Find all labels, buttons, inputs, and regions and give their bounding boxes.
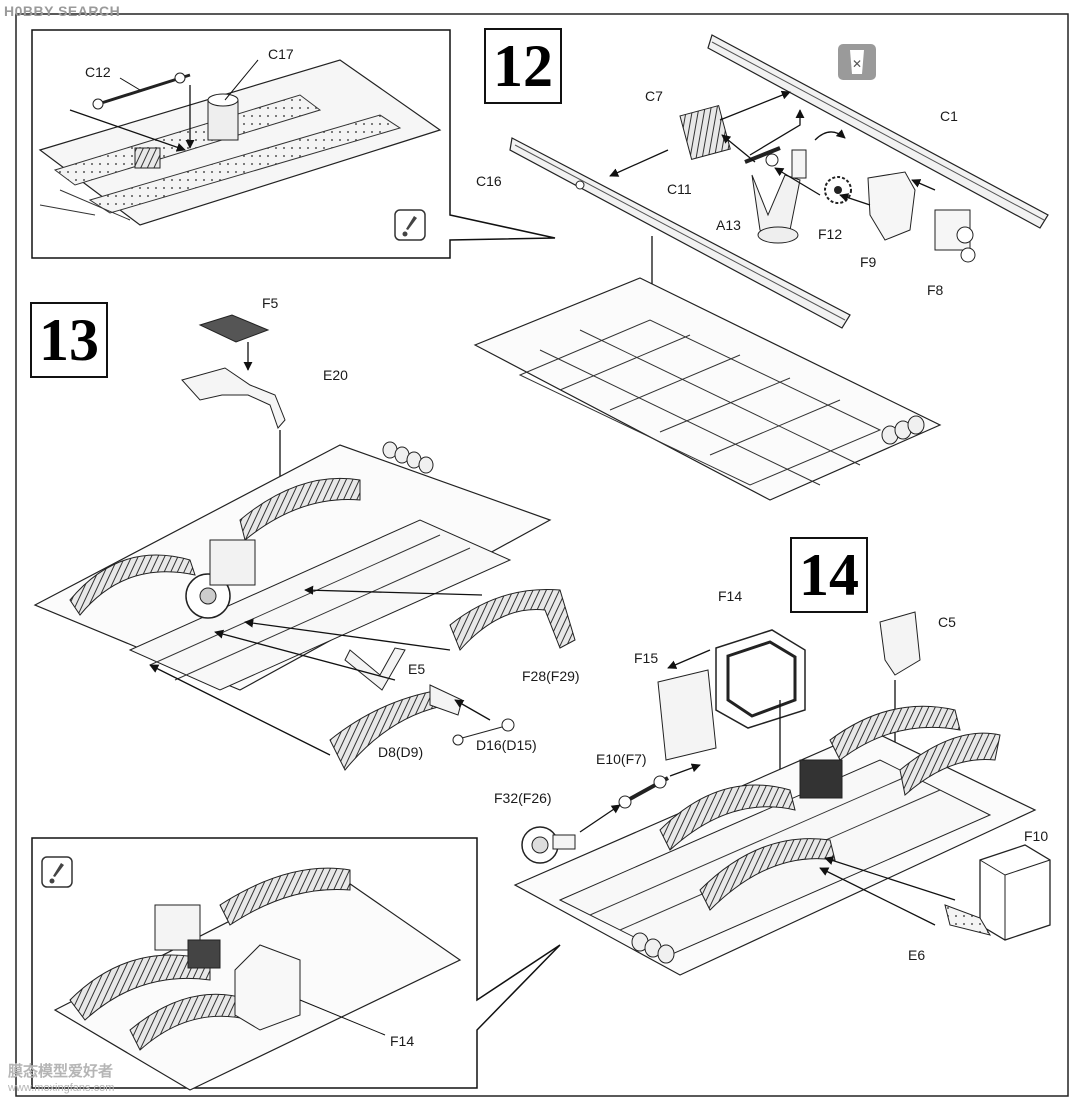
part-label-c11: C11 (667, 181, 692, 197)
step-number-12: 12 (484, 28, 562, 104)
part-label-f15: F15 (634, 650, 659, 666)
part-label-c16: C16 (476, 173, 502, 189)
caution-icon (394, 209, 426, 241)
part-label-f5: F5 (262, 295, 279, 311)
site-watermark-url: www.moxingfans.com (8, 1082, 115, 1094)
part-label-f8: F8 (927, 282, 944, 298)
part-label-a13: A13 (716, 217, 741, 233)
part-label-f14-inset: F14 (390, 1033, 415, 1049)
part-label-f10: F10 (1024, 828, 1049, 844)
page-border (15, 13, 1069, 1097)
step13-inset-detail (31, 837, 561, 1091)
step14-assembly (513, 611, 1051, 976)
part-label-d8: D8(D9) (378, 744, 424, 760)
step-number-13: 13 (30, 302, 108, 378)
part-label-c12: C12 (85, 64, 111, 80)
part-label-c5: C5 (938, 614, 956, 630)
site-watermark-text: 膜态模型爱好者 (8, 1063, 114, 1080)
part-label-f9: F9 (860, 254, 877, 270)
hobby-search-watermark: H0BBY SEARCH (4, 3, 121, 19)
scissors-remove-icon: ✕ (838, 44, 876, 80)
part-label-f28: F28(F29) (522, 668, 580, 684)
step12-assembly (473, 34, 1049, 501)
site-watermark: 膜态模型爱好者 www.moxingfans.com (8, 1064, 114, 1096)
part-label-c7: C7 (645, 88, 663, 104)
caution-icon (41, 856, 73, 888)
part-label-f32: F32(F26) (494, 790, 552, 806)
part-label-e10: E10(F7) (596, 751, 647, 767)
step13-assembly (33, 314, 576, 771)
svg-text:✕: ✕ (852, 57, 862, 71)
part-label-c17: C17 (268, 46, 294, 62)
step12-inset-detail (31, 29, 556, 259)
step-number-14: 14 (790, 537, 868, 613)
part-label-e5: E5 (408, 661, 426, 677)
part-label-c1: C1 (940, 108, 958, 124)
part-label-e20: E20 (323, 367, 348, 383)
part-label-d16: D16(D15) (476, 737, 537, 753)
part-label-e6: E6 (908, 947, 926, 963)
part-label-f12: F12 (818, 226, 843, 242)
part-label-f14: F14 (718, 588, 743, 604)
